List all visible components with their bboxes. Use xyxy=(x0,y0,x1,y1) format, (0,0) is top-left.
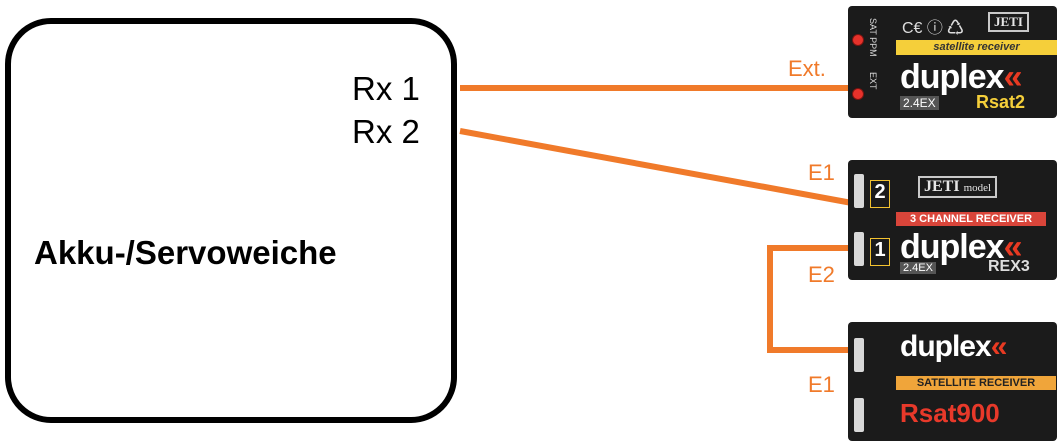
rex3-logo: duplex« xyxy=(900,228,1022,266)
rex3-module: 2 1 JETI model 3 CHANNEL RECEIVER duplex… xyxy=(848,160,1057,280)
port-label-e2: E2 xyxy=(808,262,835,287)
rx2-label: Rx 2 xyxy=(352,113,420,150)
connector-icon xyxy=(852,88,864,100)
rsat900-model: Rsat900 xyxy=(900,398,1000,428)
rsat900-module: duplex« SATELLITE RECEIVER Rsat900 xyxy=(848,322,1057,441)
rex3-brand: JETI model xyxy=(918,176,998,198)
rsat2-side-top: SAT PPM xyxy=(868,18,878,57)
rsat2-module: SAT PPM EXT C€ ⓘ ♺ JETI satellite receiv… xyxy=(848,6,1057,118)
rsat2-band: satellite receiver xyxy=(896,40,1057,55)
connector-icon xyxy=(852,34,864,46)
servo-pins-icon xyxy=(854,232,864,266)
servo-pins-icon xyxy=(854,174,864,208)
rex3-port-bottom: 1 xyxy=(870,238,890,266)
port-label-e1-bottom: E1 xyxy=(808,372,835,397)
rex3-model: REX3 xyxy=(988,258,1030,275)
box-title: Akku-/Servoweiche xyxy=(34,234,337,271)
wire-e2-e1 xyxy=(767,245,852,353)
rsat2-model: Rsat2 xyxy=(976,92,1026,112)
rx1-label: Rx 1 xyxy=(352,70,420,107)
rsat2-side-bottom: EXT xyxy=(868,72,878,90)
servo-switch-box xyxy=(5,18,457,423)
servo-pins-icon xyxy=(854,398,864,432)
rex3-band: 3 CHANNEL RECEIVER xyxy=(896,212,1046,226)
rsat900-band: SATELLITE RECEIVER xyxy=(896,376,1056,390)
wire-rx2-e1 xyxy=(459,128,853,206)
servo-pins-icon xyxy=(854,338,864,372)
rex3-port-top: 2 xyxy=(870,180,890,208)
jeti-logo: JETI xyxy=(988,12,1029,32)
rsat2-logo: duplex« xyxy=(900,58,1022,96)
port-label-ext: Ext. xyxy=(788,56,826,81)
rex3-tech: 2.4EX xyxy=(900,262,936,274)
rsat900-logo: duplex« xyxy=(900,330,1007,363)
ce-mark-icon: C€ ⓘ ♺ xyxy=(902,20,964,37)
rsat2-tech: 2.4EX xyxy=(900,96,939,110)
port-label-e1-top: E1 xyxy=(808,160,835,185)
